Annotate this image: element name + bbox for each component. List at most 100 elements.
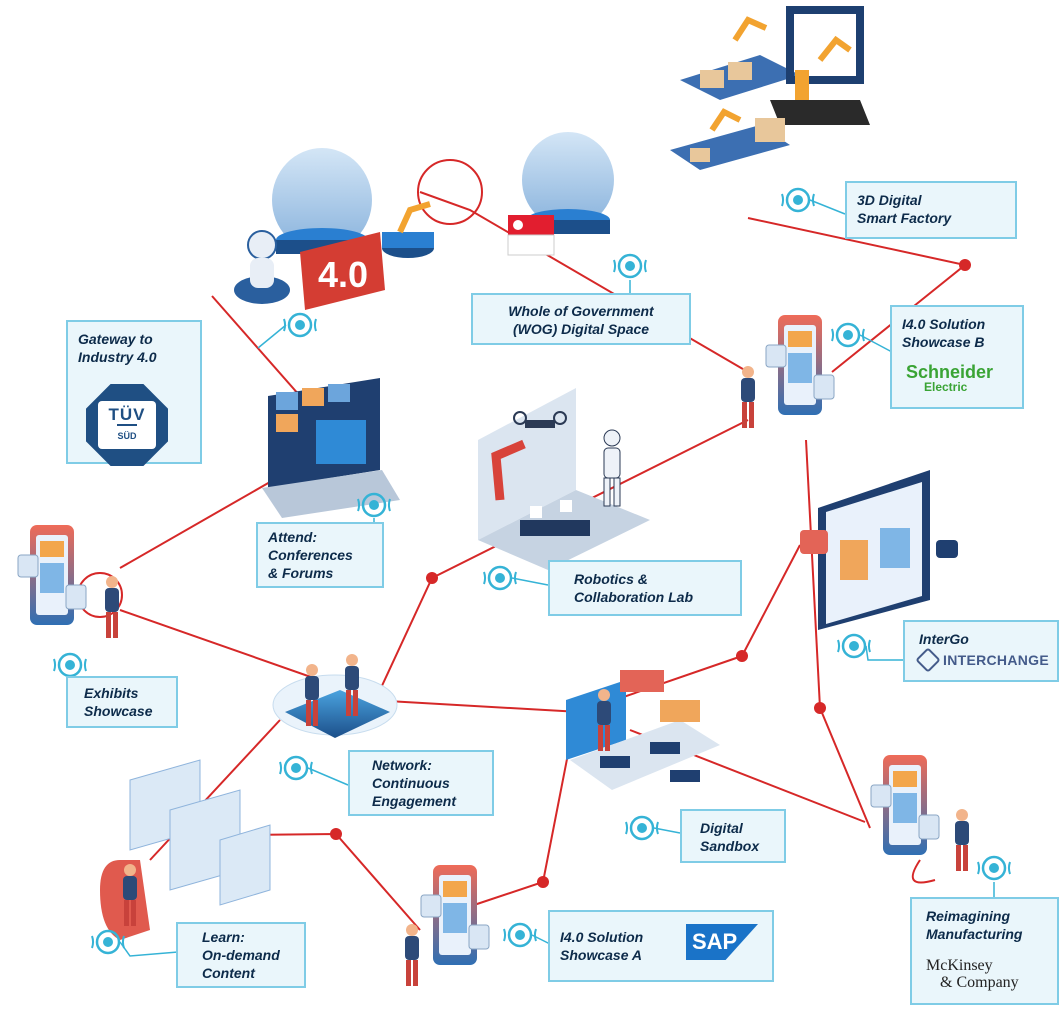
singapore-flag-icon: [507, 215, 555, 256]
person-icon: [741, 366, 755, 428]
gateway-label-line: Gateway to: [78, 331, 153, 347]
svg-text:4.0: 4.0: [318, 254, 368, 295]
connector-node: [426, 572, 438, 584]
drone-icon: [513, 411, 567, 428]
mckinsey-company-text: & Company: [940, 974, 1019, 991]
connector-line: [119, 481, 271, 569]
schneider-logo-text: Schneider: [906, 362, 994, 382]
showcase-a-phone: [420, 864, 490, 966]
reimagining-label-line: Reimagining: [926, 908, 1011, 924]
electric-logo-text: Electric: [924, 380, 968, 394]
tuv-sud-logo: TÜV SÜD: [86, 384, 168, 466]
learn-illustration: [100, 759, 271, 940]
vr-headset-pin-icon: [482, 565, 518, 591]
intergo-label[interactable]: InterGo INTERCHANGE: [903, 620, 1059, 682]
intergo-illustration: [800, 470, 958, 630]
attend-label[interactable]: Attend: Conferences & Forums: [256, 522, 384, 588]
vr-headset-pin-icon: [52, 652, 88, 678]
connector-node: [330, 828, 342, 840]
factory3d-label-line: 3D Digital: [857, 192, 922, 208]
connector-nodes: [330, 259, 971, 888]
person-icon: [405, 924, 419, 986]
interchange-logo-text: INTERCHANGE: [943, 652, 1049, 668]
vr-headset-pin-icon: [836, 633, 872, 659]
humanoid-robot-icon: [603, 429, 621, 507]
gateway-label-line: Industry 4.0: [78, 349, 157, 365]
showcase-b-label-line: I4.0 Solution: [902, 316, 986, 332]
exhibits-label[interactable]: Exhibits Showcase: [66, 676, 178, 728]
showcase-a-label-line: Showcase A: [560, 947, 642, 963]
sandbox-label-line: Digital: [700, 820, 743, 836]
person-icon: [105, 576, 119, 638]
network-illustration: [272, 654, 398, 738]
connector-line: [911, 859, 936, 884]
vr-headset-pin-icon: [624, 815, 660, 841]
connector-node: [959, 259, 971, 271]
learn-label-line: Content: [202, 965, 255, 981]
network-label-line: Continuous: [372, 775, 450, 791]
showcase-a-label-line: I4.0 Solution: [560, 929, 644, 945]
connector-node: [736, 650, 748, 662]
showcase-b-label-line: Showcase B: [902, 334, 985, 350]
attend-label-line: & Forums: [268, 565, 334, 581]
robot-arm-icon: [397, 201, 431, 234]
mckinsey-logo-text: McKinsey: [926, 957, 993, 974]
network-label-line: Engagement: [372, 793, 457, 809]
connector-line: [211, 295, 301, 397]
gateway-illustration: 4.0: [234, 148, 434, 310]
robotics-label-line: Collaboration Lab: [574, 589, 693, 605]
robotics-lab-illustration: [478, 388, 650, 570]
digital-sandbox-illustration: [566, 670, 720, 790]
exhibits-phone: [17, 524, 87, 626]
vr-headset-pin-icon: [976, 855, 1012, 881]
reimagining-label[interactable]: Reimagining Manufacturing McKinsey & Com…: [910, 897, 1059, 1005]
sud-logo-text: SÜD: [117, 423, 137, 445]
wog-label-line: (WOG) Digital Space: [512, 321, 650, 337]
exhibits-label-line: Exhibits: [84, 685, 139, 701]
network-label[interactable]: Network: Continuous Engagement: [348, 750, 494, 816]
smart-factory-illustration: [670, 6, 870, 170]
reimagining-label-line: Manufacturing: [926, 926, 1023, 942]
network-label-line: Network:: [372, 757, 432, 773]
robotics-label-line: Robotics &: [574, 571, 648, 587]
learn-label-line: Learn:: [202, 929, 245, 945]
wog-label[interactable]: Whole of Government (WOG) Digital Space: [471, 293, 691, 345]
sandbox-label[interactable]: Digital Sandbox: [680, 809, 786, 863]
vr-headset-pin-icon: [282, 312, 318, 338]
laptop-video-call-icon: [262, 378, 400, 518]
vr-headset-pin-icon: [278, 755, 314, 781]
showcase-b-label[interactable]: I4.0 Solution Showcase B Schneider Elect…: [890, 305, 1024, 409]
vr-headset-pin-icon: [780, 187, 816, 213]
factory3d-label[interactable]: 3D Digital Smart Factory: [845, 181, 1017, 239]
attend-label-line: Attend:: [268, 529, 317, 545]
showcase-b-phone: [765, 314, 835, 416]
exhibits-label-line: Showcase: [84, 703, 153, 719]
industry-4-sign: 4.0: [300, 232, 385, 310]
robot-mascot: [234, 230, 290, 304]
mckinsey-logo: McKinsey & Company: [926, 957, 1019, 991]
tuv-logo-text: TÜV: [108, 404, 146, 424]
vr-headset-pin-icon: [830, 322, 866, 348]
connector-loop-ring: [417, 159, 483, 225]
schneider-electric-logo: Schneider Electric: [906, 363, 993, 393]
intergo-label-line: InterGo: [919, 631, 969, 647]
sandbox-label-line: Sandbox: [700, 838, 760, 854]
reimagining-phone: [870, 754, 940, 856]
person-icon: [955, 809, 969, 871]
interchange-logo: INTERCHANGE: [915, 647, 1049, 673]
wog-illustration: [507, 132, 614, 256]
factory3d-label-line: Smart Factory: [857, 210, 952, 226]
showcase-a-label[interactable]: I4.0 Solution Showcase A SAP: [548, 910, 774, 982]
vr-headset-pin-icon: [612, 253, 648, 279]
learn-label[interactable]: Learn: On-demand Content: [176, 922, 306, 988]
gateway-label[interactable]: Gateway to Industry 4.0 TÜV SÜD: [66, 320, 202, 466]
connector-node: [537, 876, 549, 888]
connector-node: [814, 702, 826, 714]
robotics-label[interactable]: Robotics & Collaboration Lab: [548, 560, 742, 616]
learn-label-line: On-demand: [202, 947, 280, 963]
attend-label-line: Conferences: [268, 547, 353, 563]
interchange-hex-icon: [915, 647, 941, 673]
vr-headset-pin-icon: [502, 922, 538, 948]
wog-label-line: Whole of Government: [508, 303, 654, 319]
